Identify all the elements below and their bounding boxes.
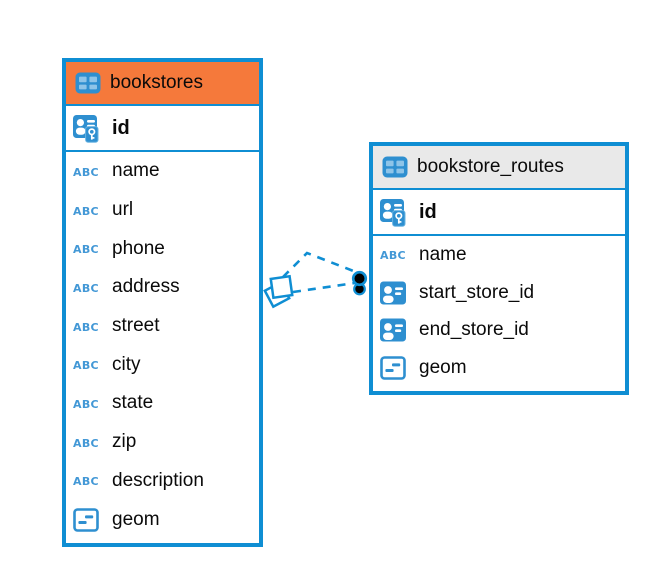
field-label: street [112, 315, 160, 337]
svg-text:ABC: ABC [73, 321, 99, 334]
svg-text:ABC: ABC [73, 398, 99, 411]
field-label: start_store_id [419, 281, 535, 303]
connection-line[interactable] [292, 281, 356, 294]
table-title: bookstores [110, 72, 203, 93]
reference-icon [380, 318, 411, 342]
field-row[interactable]: start_store_id [373, 274, 625, 312]
relationship-connection[interactable] [263, 280, 366, 309]
text-abc-icon: ABC [73, 164, 104, 179]
field-label: url [112, 199, 134, 221]
table-icon [75, 72, 101, 94]
field-row[interactable]: ABC street [66, 307, 259, 346]
field-label: address [112, 276, 180, 298]
field-label: geom [419, 357, 467, 379]
text-abc-icon: ABC [73, 319, 104, 334]
connection-line[interactable] [282, 251, 357, 278]
stacked-square-marker [263, 280, 291, 309]
primary-key-row[interactable]: id [66, 106, 259, 152]
field-row[interactable]: ABC state [66, 384, 259, 423]
geometry-icon [380, 356, 411, 380]
field-label: id [112, 116, 130, 139]
reference-icon [380, 281, 411, 305]
field-label: name [419, 243, 467, 265]
field-row[interactable]: geom [66, 500, 259, 539]
text-abc-icon: ABC [73, 357, 104, 372]
primary-key-row[interactable]: id [373, 190, 625, 236]
circle-marker [351, 270, 368, 287]
text-abc-icon: ABC [73, 241, 104, 256]
field-row[interactable]: geom [373, 349, 625, 387]
field-row[interactable]: ABC url [66, 191, 259, 230]
field-label: id [419, 200, 437, 223]
field-label: city [112, 353, 141, 375]
field-label: state [112, 392, 154, 414]
primary-key-icon [73, 114, 104, 143]
field-row[interactable]: ABC name [66, 152, 259, 191]
field-row[interactable]: ABC phone [66, 229, 259, 268]
primary-key-icon [380, 198, 411, 227]
svg-text:ABC: ABC [73, 475, 99, 488]
circle-marker [353, 282, 366, 296]
svg-text:ABC: ABC [73, 243, 99, 256]
field-label: phone [112, 237, 165, 259]
field-row[interactable]: ABC description [66, 462, 259, 501]
field-row[interactable]: ABC city [66, 345, 259, 384]
svg-text:ABC: ABC [73, 205, 99, 218]
field-row[interactable]: ABC address [66, 268, 259, 307]
text-abc-icon: ABC [73, 473, 104, 488]
text-abc-icon: ABC [380, 247, 411, 262]
geometry-icon [73, 507, 104, 532]
text-abc-icon: ABC [73, 280, 104, 295]
svg-text:ABC: ABC [73, 437, 99, 450]
table-header[interactable]: bookstores [66, 62, 259, 106]
field-row[interactable]: ABC name [373, 236, 625, 274]
field-label: zip [112, 431, 137, 453]
field-label: geom [112, 508, 160, 530]
field-label: description [112, 469, 204, 491]
svg-text:ABC: ABC [73, 359, 99, 372]
svg-text:ABC: ABC [73, 282, 99, 295]
field-row[interactable]: end_store_id [373, 312, 625, 350]
relationship-connection[interactable] [269, 251, 368, 300]
svg-text:ABC: ABC [73, 166, 99, 179]
field-label: name [112, 160, 160, 182]
field-row[interactable]: ABC zip [66, 423, 259, 462]
table-header[interactable]: bookstore_routes [373, 146, 625, 190]
stacked-square-marker [269, 274, 294, 300]
svg-text:ABC: ABC [380, 249, 406, 262]
text-abc-icon: ABC [73, 396, 104, 411]
table-icon [382, 156, 408, 178]
field-label: end_store_id [419, 319, 529, 341]
table-title: bookstore_routes [417, 156, 564, 177]
text-abc-icon: ABC [73, 203, 104, 218]
text-abc-icon: ABC [73, 435, 104, 450]
